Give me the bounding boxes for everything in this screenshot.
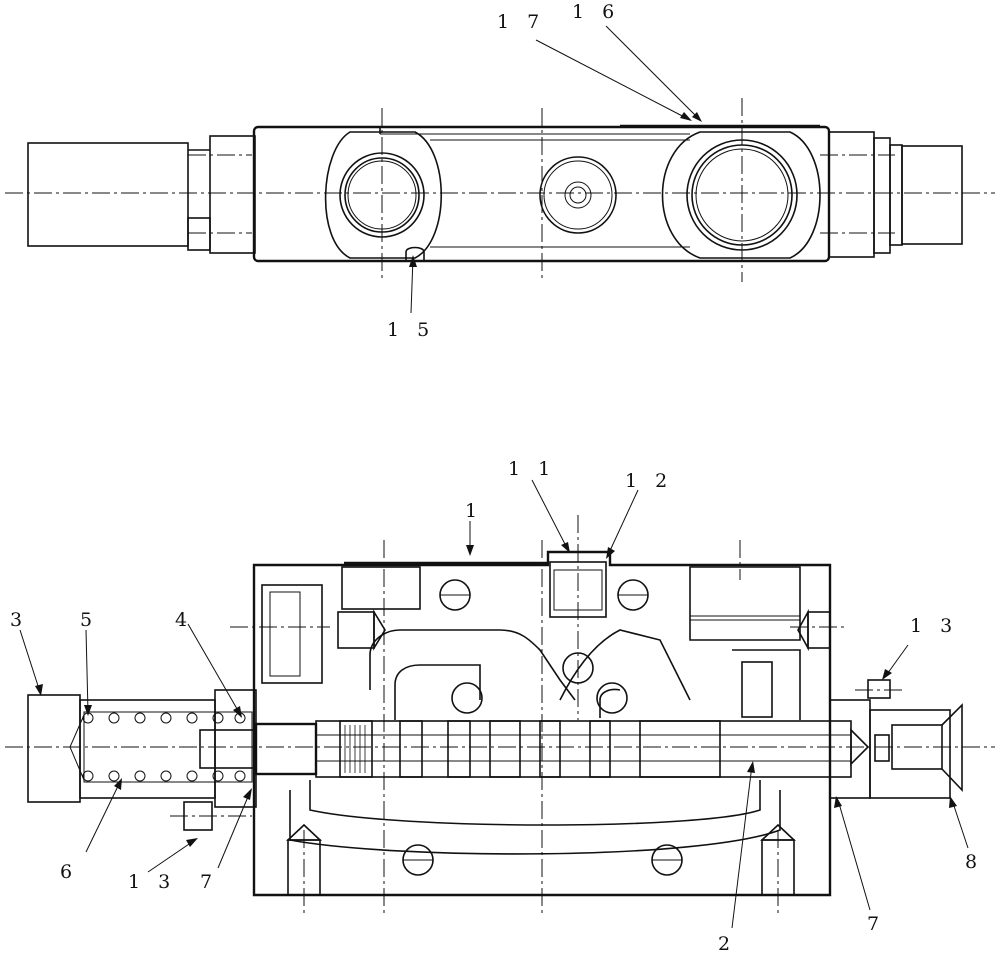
label-5: 5 [80, 609, 98, 631]
part-labels: 1 7 1 6 1 5 1 1 1 2 1 3 5 4 1 3 6 1 3 7 … [10, 1, 983, 955]
label-12: 1 2 [625, 470, 673, 492]
label-11: 1 1 [508, 458, 556, 480]
label-8: 8 [965, 851, 983, 873]
label-1: 1 [465, 500, 483, 522]
label-7-left: 7 [200, 871, 218, 893]
label-3: 3 [10, 609, 28, 631]
label-17: 1 7 [497, 11, 545, 33]
label-16: 1 6 [572, 1, 620, 23]
label-13-left: 1 3 [128, 871, 176, 893]
spring-coils [82, 712, 246, 782]
section-view [5, 479, 995, 929]
label-4: 4 [175, 609, 193, 631]
label-13-right: 1 3 [910, 615, 958, 637]
spool-lands [339, 720, 721, 778]
label-7-right: 7 [867, 913, 885, 935]
label-6: 6 [60, 861, 78, 883]
label-2: 2 [718, 933, 736, 955]
label-15: 1 5 [387, 319, 435, 341]
top-view [5, 25, 995, 314]
